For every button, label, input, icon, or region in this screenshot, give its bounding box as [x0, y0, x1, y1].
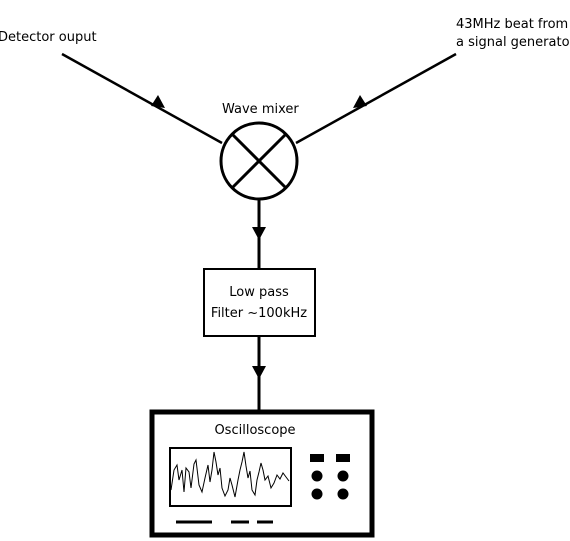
beat-source-label-line2: a signal generator — [456, 35, 570, 50]
oscilloscope-label: Oscilloscope — [214, 423, 295, 438]
control-key-icon — [336, 454, 350, 462]
filter-label-line1: Low pass — [229, 285, 289, 300]
oscilloscope-block: Oscilloscope — [149, 409, 375, 538]
arrowhead-icon — [252, 227, 266, 240]
control-knob-icon — [337, 470, 349, 482]
arrowhead-icon — [252, 366, 266, 379]
detector-input-connector — [61, 52, 223, 145]
arrowhead-icon — [353, 95, 367, 108]
mixer-symbol-icon — [219, 121, 299, 201]
detector-output-label: Detector ouput — [0, 30, 97, 45]
arrowhead-icon — [151, 95, 165, 108]
mixer-label: Wave mixer — [222, 102, 299, 117]
oscilloscope-screen — [169, 447, 292, 507]
generator-input-connector — [295, 52, 457, 145]
mixer-to-filter-connector — [252, 199, 266, 269]
control-key-icon — [310, 454, 324, 462]
filter-to-oscilloscope-connector — [252, 336, 266, 410]
control-knob-icon — [337, 488, 349, 500]
filter-label-line2: Filter ~100kHz — [211, 306, 307, 321]
low-pass-filter-block: Low pass Filter ~100kHz — [203, 268, 316, 337]
control-knob-icon — [311, 488, 323, 500]
beat-source-label-line1: 43MHz beat from — [456, 17, 568, 32]
waveform-trace-icon — [170, 451, 290, 498]
control-knob-icon — [311, 470, 323, 482]
